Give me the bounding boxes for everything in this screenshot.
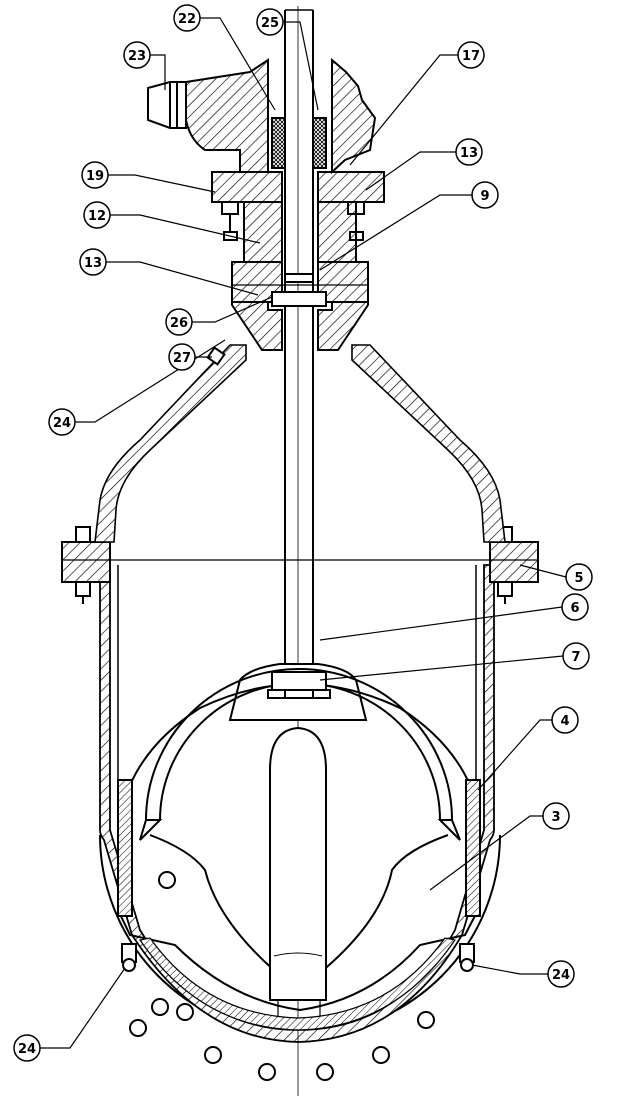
bolt-hole [316, 1063, 334, 1081]
flange-nut [75, 581, 91, 597]
svg-text:5: 5 [574, 571, 583, 586]
gate-outer-arc [145, 668, 453, 821]
seat-hatch [138, 937, 457, 1031]
callout-23: 23 [123, 41, 151, 69]
svg-text:9: 9 [480, 189, 489, 204]
svg-text:4: 4 [560, 714, 569, 729]
svg-text:12: 12 [88, 209, 106, 224]
callout-27: 27 [168, 343, 196, 371]
stem-nut-left [271, 117, 286, 169]
svg-text:13: 13 [84, 256, 102, 271]
svg-text:23: 23 [128, 49, 146, 64]
svg-text:27: 27 [173, 351, 191, 366]
callout-13-mid: 13 [79, 248, 107, 276]
callout-19: 19 [81, 161, 109, 189]
svg-text:24: 24 [53, 416, 71, 431]
callout-22: 22 [173, 4, 201, 32]
callout-24-right: 24 [547, 960, 575, 988]
leader-lines [40, 17, 567, 1049]
guide-left [117, 779, 133, 917]
upper-flange-left [211, 171, 283, 203]
bolt-hole [372, 1046, 390, 1064]
thrust-collar [271, 291, 327, 307]
bolt-hole [176, 1003, 194, 1021]
gate-center-rib [269, 726, 327, 1001]
callout-6: 6 [561, 593, 589, 621]
bolt-hole [158, 871, 176, 889]
callout-24-upper: 24 [48, 408, 76, 436]
bolt-hole [204, 1046, 222, 1064]
callout-7: 7 [562, 642, 590, 670]
svg-text:13: 13 [460, 146, 478, 161]
callout-25: 25 [256, 8, 284, 36]
callout-24-left: 24 [13, 1034, 41, 1062]
upper-nut [221, 201, 239, 215]
flange-nut [497, 581, 513, 597]
svg-text:6: 6 [570, 601, 579, 616]
svg-text:24: 24 [18, 1042, 36, 1057]
upper-flange-right [317, 171, 385, 203]
svg-text:3: 3 [551, 810, 560, 825]
callout-4: 4 [551, 706, 579, 734]
svg-text:7: 7 [571, 650, 580, 665]
bolt-hole [129, 1019, 147, 1037]
bonnet [62, 344, 247, 543]
svg-text:22: 22 [178, 12, 196, 27]
svg-text:26: 26 [170, 316, 188, 331]
callout-3: 3 [542, 802, 570, 830]
gate-nut [271, 671, 327, 691]
svg-text:19: 19 [86, 169, 104, 184]
input-shaft [147, 81, 187, 129]
flange-bolt [75, 526, 91, 543]
bolt-hole [258, 1063, 276, 1081]
callout-9: 9 [471, 181, 499, 209]
bolt-hole [151, 998, 169, 1016]
callout-13-top: 13 [455, 138, 483, 166]
yoke [243, 197, 283, 263]
stem-nut-right [312, 117, 327, 169]
callout-12: 12 [83, 201, 111, 229]
svg-text:24: 24 [552, 968, 570, 983]
bolt-hole [417, 1011, 435, 1029]
callout-5: 5 [565, 563, 593, 591]
callout-26: 26 [165, 308, 193, 336]
body-flange-left [61, 541, 111, 583]
svg-text:17: 17 [462, 49, 480, 64]
svg-text:25: 25 [261, 16, 279, 31]
body-flange-right [489, 541, 539, 583]
guide-right [465, 779, 481, 917]
callout-17: 17 [457, 41, 485, 69]
